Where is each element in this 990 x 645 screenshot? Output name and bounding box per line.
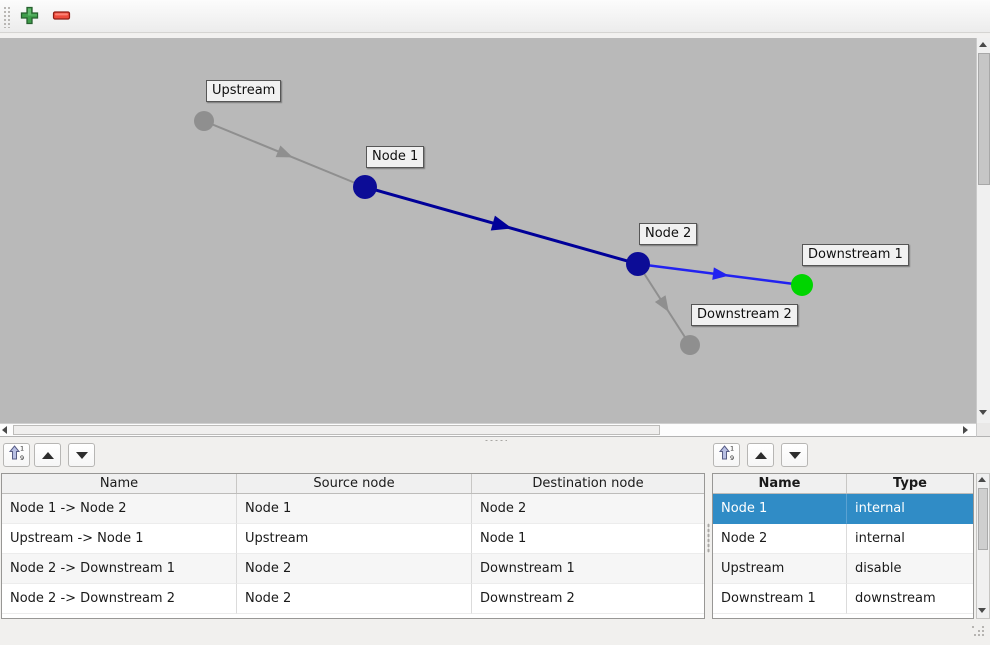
cell-type[interactable]: downstream — [847, 584, 973, 614]
window-resize-grip[interactable] — [972, 626, 987, 641]
remove-button[interactable] — [47, 5, 75, 30]
edges-table-header: Name Source node Destination node — [2, 474, 704, 494]
triangle-down-icon — [75, 451, 88, 459]
scrollbar-corner — [976, 423, 990, 437]
nodes-table-scrollbar[interactable] — [976, 473, 990, 619]
scroll-right-icon[interactable] — [963, 426, 968, 434]
scroll-up-icon[interactable] — [979, 42, 987, 47]
minus-icon — [52, 6, 71, 29]
triangle-down-icon — [788, 451, 801, 459]
scroll-left-icon[interactable] — [2, 426, 7, 434]
cell-type[interactable]: internal — [847, 494, 973, 524]
cell-source[interactable]: Upstream — [237, 524, 472, 554]
scroll-down-icon[interactable] — [978, 608, 986, 613]
cell-name[interactable]: Upstream -> Node 1 — [2, 524, 237, 554]
cell-destination[interactable]: Node 1 — [472, 524, 704, 554]
sort-ascending-icon: 1 9 — [8, 444, 26, 466]
cell-name[interactable]: Upstream — [713, 554, 847, 584]
svg-text:9: 9 — [20, 454, 24, 462]
col-header-source-node[interactable]: Source node — [237, 474, 472, 493]
table-row[interactable]: Node 2 -> Downstream 1 Node 2 Downstream… — [2, 554, 704, 584]
cell-name[interactable]: Node 1 -> Node 2 — [2, 494, 237, 524]
add-button[interactable] — [15, 5, 43, 30]
sort-ascending-icon: 1 9 — [718, 444, 736, 466]
cell-name[interactable]: Node 2 -> Downstream 1 — [2, 554, 237, 584]
edge-arrowhead-icon — [275, 145, 293, 158]
cell-source[interactable]: Node 2 — [237, 584, 472, 614]
nodes-sort-button[interactable]: 1 9 — [713, 443, 740, 467]
cell-name[interactable]: Node 2 -> Downstream 2 — [2, 584, 237, 614]
cell-name[interactable]: Node 1 — [713, 494, 847, 524]
node-label: Downstream 2 — [691, 304, 798, 326]
table-row[interactable]: Node 1 internal — [713, 494, 973, 524]
vertical-scroll-thumb[interactable] — [978, 53, 990, 185]
nodes-move-up-button[interactable] — [747, 443, 774, 467]
node-label: Downstream 1 — [802, 244, 909, 266]
graph-node[interactable] — [791, 274, 813, 296]
cell-destination[interactable]: Downstream 1 — [472, 554, 704, 584]
cell-name[interactable]: Downstream 1 — [713, 584, 847, 614]
graph-node[interactable] — [194, 111, 214, 131]
cell-source[interactable]: Node 1 — [237, 494, 472, 524]
svg-text:9: 9 — [730, 454, 734, 462]
triangle-up-icon — [754, 451, 767, 459]
graph-node[interactable] — [680, 335, 700, 355]
edges-move-up-button[interactable] — [34, 443, 61, 467]
cell-name[interactable]: Node 2 — [713, 524, 847, 554]
toolbar-drag-handle[interactable] — [3, 6, 10, 28]
main-toolbar — [0, 0, 990, 33]
col-header-type[interactable]: Type — [893, 476, 927, 491]
table-row[interactable]: Node 2 -> Downstream 2 Node 2 Downstream… — [2, 584, 704, 614]
splitter-handle-dots — [707, 523, 710, 553]
cell-destination[interactable]: Downstream 2 — [472, 584, 704, 614]
nodes-table-header: Name Type — [713, 474, 973, 494]
graph-svg — [194, 111, 813, 355]
canvas-horizontal-scrollbar[interactable] — [0, 423, 976, 437]
vertical-splitter[interactable] — [705, 473, 712, 619]
triangle-up-icon — [41, 451, 54, 459]
cell-type[interactable]: disable — [847, 554, 973, 584]
nodes-table: Name Type Node 1 internal Node 2 interna… — [712, 473, 974, 619]
col-header-destination-node[interactable]: Destination node — [532, 476, 644, 491]
col-header-name[interactable]: Name — [2, 474, 237, 493]
plus-icon — [20, 6, 39, 29]
graph-node[interactable] — [353, 175, 377, 199]
node-label: Upstream — [206, 80, 282, 102]
canvas-vertical-scrollbar[interactable] — [976, 38, 990, 423]
edges-table: Name Source node Destination node Node 1… — [1, 473, 705, 619]
scroll-down-icon[interactable] — [979, 410, 987, 415]
edges-sort-button[interactable]: 1 9 — [3, 443, 30, 467]
splitter-handle-dots — [484, 439, 507, 442]
vertical-scroll-thumb[interactable] — [978, 488, 988, 550]
edge-arrowhead-icon — [654, 295, 669, 313]
node-label: Node 2 — [639, 223, 698, 245]
col-header-name[interactable]: Name — [713, 474, 847, 493]
table-row[interactable]: Upstream -> Node 1 Upstream Node 1 — [2, 524, 704, 554]
graph-node[interactable] — [626, 252, 650, 276]
panel-gap — [0, 34, 990, 38]
cell-source[interactable]: Node 2 — [237, 554, 472, 584]
table-row[interactable]: Upstream disable — [713, 554, 973, 584]
edge-arrowhead-icon — [712, 267, 729, 280]
nodes-move-down-button[interactable] — [781, 443, 808, 467]
edge-arrowhead-icon — [490, 215, 513, 231]
table-row[interactable]: Node 1 -> Node 2 Node 1 Node 2 — [2, 494, 704, 524]
table-row[interactable]: Downstream 1 downstream — [713, 584, 973, 614]
node-label: Node 1 — [366, 146, 425, 168]
table-row[interactable]: Node 2 internal — [713, 524, 973, 554]
horizontal-scroll-thumb[interactable] — [13, 425, 660, 435]
horizontal-splitter[interactable] — [0, 437, 990, 443]
svg-text:1: 1 — [20, 445, 24, 453]
edges-move-down-button[interactable] — [68, 443, 95, 467]
svg-text:1: 1 — [730, 445, 734, 453]
scroll-up-icon[interactable] — [978, 477, 986, 482]
cell-destination[interactable]: Node 2 — [472, 494, 704, 524]
cell-type[interactable]: internal — [847, 524, 973, 554]
